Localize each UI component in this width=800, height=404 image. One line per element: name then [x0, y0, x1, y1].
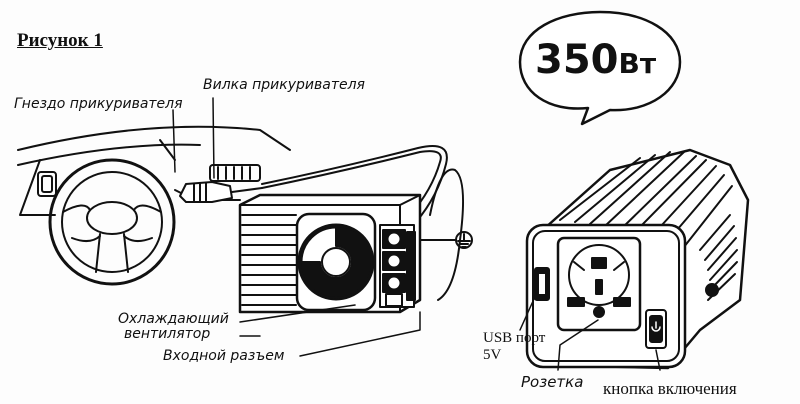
label-usb-line2: 5V: [483, 348, 501, 363]
power-rating-value: 350: [535, 37, 619, 83]
label-fan-line2: вентилятор: [124, 327, 210, 341]
label-plug: Вилка прикуривателя: [203, 78, 365, 92]
cooling-fan: [300, 226, 372, 298]
terminal-block: [380, 225, 415, 307]
steering-wheel: [50, 160, 174, 284]
power-rating-unit: Вт: [619, 47, 657, 80]
label-fan-line1: Охлаждающий: [118, 312, 229, 326]
label-outlet: Розетка: [521, 375, 583, 390]
figure-title: Рисунок 1: [17, 31, 103, 50]
power-rating: 350Вт: [535, 40, 656, 80]
label-usb-line1: USB порт: [483, 331, 545, 346]
label-input: Входной разъем: [163, 349, 284, 363]
ground-symbol-icon: [415, 232, 472, 248]
large-inverter: [527, 150, 748, 368]
label-power-button: кнопка включения: [603, 380, 737, 397]
label-socket: Гнездо прикуривателя: [14, 97, 183, 111]
